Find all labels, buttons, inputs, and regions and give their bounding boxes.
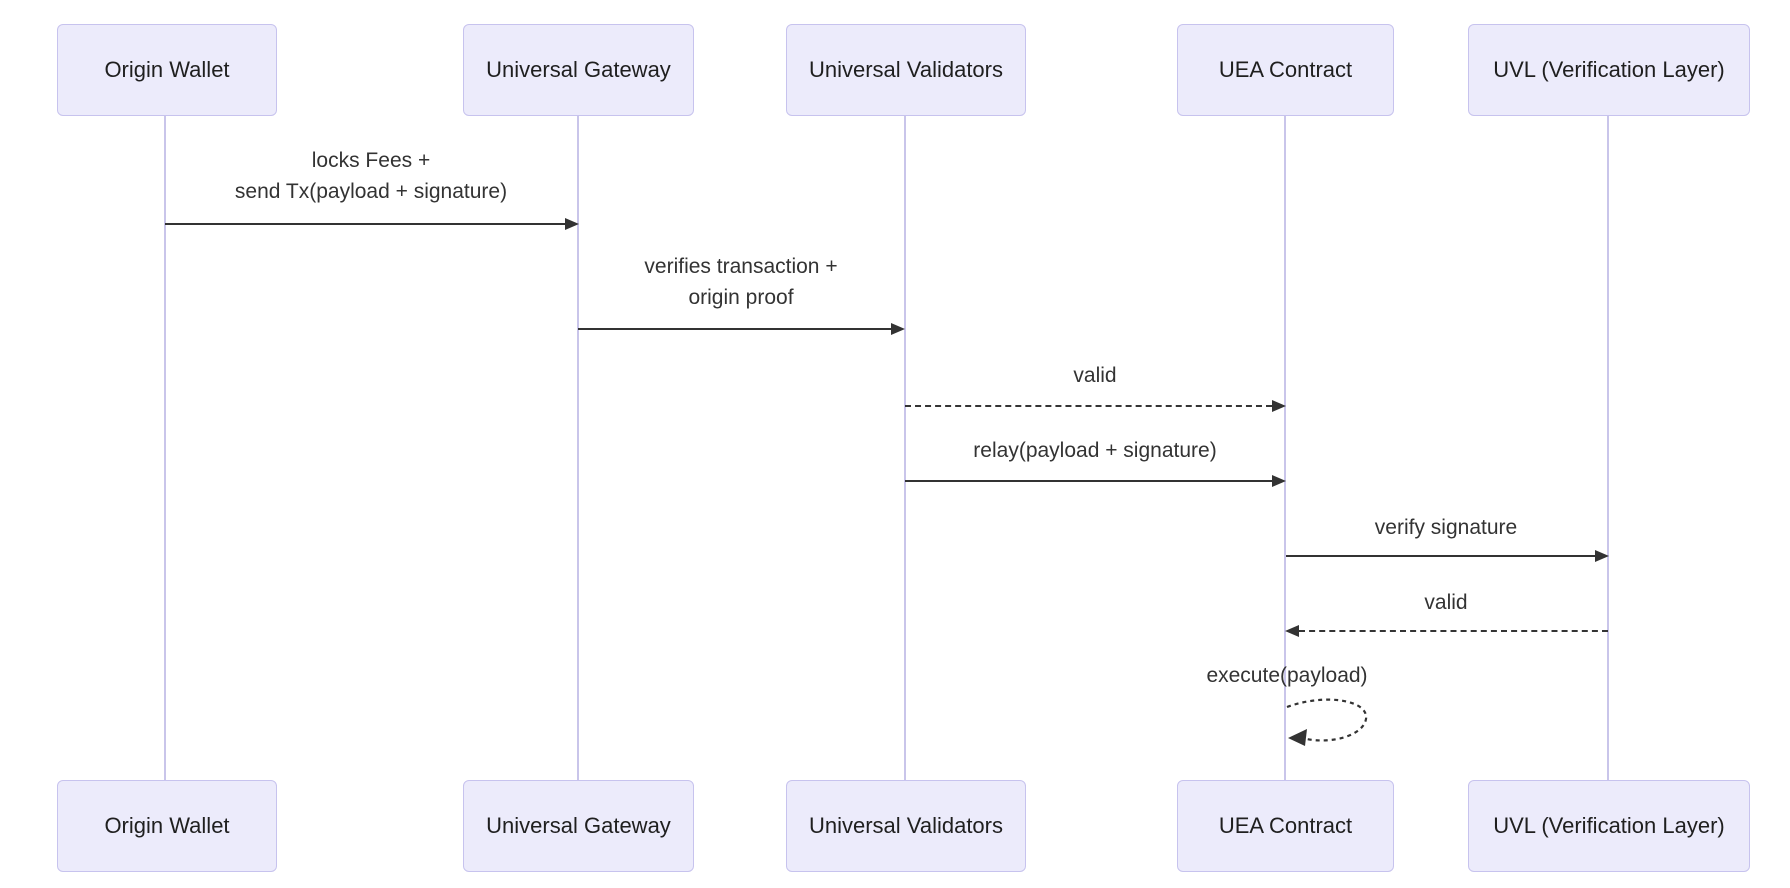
actor-bottom-universal-gateway: Universal Gateway bbox=[463, 780, 694, 872]
actor-label: Origin Wallet bbox=[104, 813, 230, 838]
lifeline-universal-validators bbox=[904, 116, 906, 781]
arrowhead-right-icon bbox=[1272, 400, 1286, 412]
lifeline-uvl-verification-layer bbox=[1607, 116, 1609, 781]
lifeline-origin-wallet bbox=[164, 116, 166, 781]
message-line-6 bbox=[1299, 630, 1608, 632]
message-label-locks-fees-send-tx: locks Fees + send Tx(payload + signature… bbox=[234, 149, 508, 203]
actor-bottom-universal-validators: Universal Validators bbox=[786, 780, 1026, 872]
actor-bottom-uea-contract: UEA Contract bbox=[1177, 780, 1394, 872]
actor-label: UEA Contract bbox=[1218, 813, 1353, 838]
actor-top-uvl-verification-layer: UVL (Verification Layer) bbox=[1468, 24, 1750, 116]
message-label-valid-1: valid bbox=[1073, 364, 1117, 387]
message-label-execute-payload: execute(payload) bbox=[1206, 664, 1368, 687]
arrowhead-left-icon bbox=[1288, 729, 1307, 746]
actor-label: Universal Gateway bbox=[486, 57, 671, 82]
message-label-valid-2: valid bbox=[1424, 591, 1468, 614]
message-line-4 bbox=[905, 480, 1272, 482]
actor-bottom-uvl-verification-layer: UVL (Verification Layer) bbox=[1468, 780, 1750, 872]
actor-label: Universal Validators bbox=[808, 57, 1003, 82]
arrowhead-right-icon bbox=[1595, 550, 1609, 562]
message-line-3 bbox=[905, 405, 1272, 407]
message-line-1 bbox=[165, 223, 565, 225]
actor-label: UVL (Verification Layer) bbox=[1493, 57, 1725, 82]
actor-top-uea-contract: UEA Contract bbox=[1177, 24, 1394, 116]
actor-label: Universal Validators bbox=[808, 813, 1003, 838]
actor-top-universal-gateway: Universal Gateway bbox=[463, 24, 694, 116]
actor-top-universal-validators: Universal Validators bbox=[786, 24, 1026, 116]
actor-label: UVL (Verification Layer) bbox=[1493, 813, 1725, 838]
message-label-verify-signature: verify signature bbox=[1374, 516, 1518, 539]
actor-label: Origin Wallet bbox=[104, 57, 230, 82]
actor-label: UEA Contract bbox=[1218, 57, 1353, 82]
message-label-verifies-transaction: verifies transaction + origin proof bbox=[644, 255, 838, 309]
lifeline-uea-contract bbox=[1284, 116, 1286, 781]
lifeline-universal-gateway bbox=[577, 116, 579, 781]
self-loop-arrow bbox=[1286, 698, 1368, 746]
message-line-2 bbox=[578, 328, 891, 330]
actor-bottom-origin-wallet: Origin Wallet bbox=[57, 780, 277, 872]
arrowhead-left-icon bbox=[1285, 625, 1299, 637]
actor-top-origin-wallet: Origin Wallet bbox=[57, 24, 277, 116]
actor-label: Universal Gateway bbox=[486, 813, 671, 838]
arrowhead-right-icon bbox=[1272, 475, 1286, 487]
arrowhead-right-icon bbox=[565, 218, 579, 230]
message-line-5 bbox=[1286, 555, 1595, 557]
message-label-relay-payload: relay(payload + signature) bbox=[973, 439, 1217, 462]
arrowhead-right-icon bbox=[891, 323, 905, 335]
